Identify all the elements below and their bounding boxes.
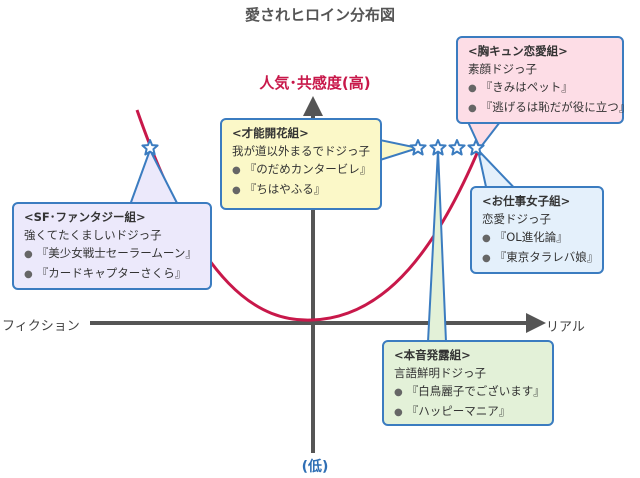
callout-pointer-sf (129, 149, 179, 206)
group-item: 『のだめカンタービレ』 (232, 160, 372, 180)
star-icon (429, 139, 447, 156)
group-box-heart: <胸キュン恋愛組> 素顔ドジっ子 『きみはペット』 『逃げるは恥だが役に立つ』 (456, 36, 631, 124)
callout-pointer-talent (379, 139, 419, 161)
group-item: 『白鳥麗子でございます』 (394, 382, 545, 402)
group-item: 『美少女戦士セーラームーン』 (24, 244, 202, 264)
group-item: 『東京タラレバ娘』 (482, 248, 599, 268)
star-icon (467, 139, 485, 156)
group-header: <本音発露組> (394, 348, 471, 362)
axis-label-top: 人気･共感度(高) (259, 74, 371, 92)
group-header: <SF･ファンタジー組> (24, 210, 146, 224)
star-icon (409, 139, 427, 156)
group-item: 『ちはやふる』 (232, 180, 372, 200)
group-subtitle: 強くてたくましいドジっ子 (24, 228, 162, 242)
group-subtitle: 素顔ドジっ子 (468, 62, 537, 76)
group-subtitle: 我が道以外まるでドジっ子 (232, 144, 370, 158)
group-item: 『逃げるは恥だが役に立つ』 (468, 98, 631, 118)
group-item: 『カードキャプターさくら』 (24, 264, 202, 284)
group-header: <胸キュン恋愛組> (468, 44, 568, 58)
group-header: <才能開花組> (232, 126, 309, 140)
group-item: 『OL進化論』 (482, 228, 594, 248)
diagram-title: 愛されヒロイン分布図 (244, 6, 395, 24)
group-subtitle: 言語鮮明ドジっ子 (394, 366, 486, 380)
group-box-work: <お仕事女子組> 恋愛ドジっ子 『OL進化論』 『東京タラレバ娘』 (470, 186, 604, 274)
group-box-sf: <SF･ファンタジー組> 強くてたくましいドジっ子 『美少女戦士セーラームーン』… (12, 202, 212, 290)
star-icon (448, 139, 466, 156)
group-box-talent: <才能開花組> 我が道以外まるでドジっ子 『のだめカンタービレ』 『ちはやふる』 (220, 118, 382, 210)
group-item: 『ハッピーマニア』 (394, 402, 544, 422)
group-item: 『きみはペット』 (468, 78, 614, 98)
callout-pointer-honne (427, 149, 447, 343)
axis-label-bottom: (低) (301, 459, 329, 475)
group-box-honne: <本音発露組> 言語鮮明ドジっ子 『白鳥麗子でございます』 『ハッピーマニア』 (382, 340, 554, 426)
callout-pointer-heart (467, 121, 501, 149)
axis-label-left: フィクション (2, 319, 80, 334)
group-subtitle: 恋愛ドジっ子 (482, 212, 551, 226)
axis-label-right: リアル (546, 320, 585, 335)
star-icon (141, 139, 159, 156)
group-header: <お仕事女子組> (482, 194, 571, 208)
